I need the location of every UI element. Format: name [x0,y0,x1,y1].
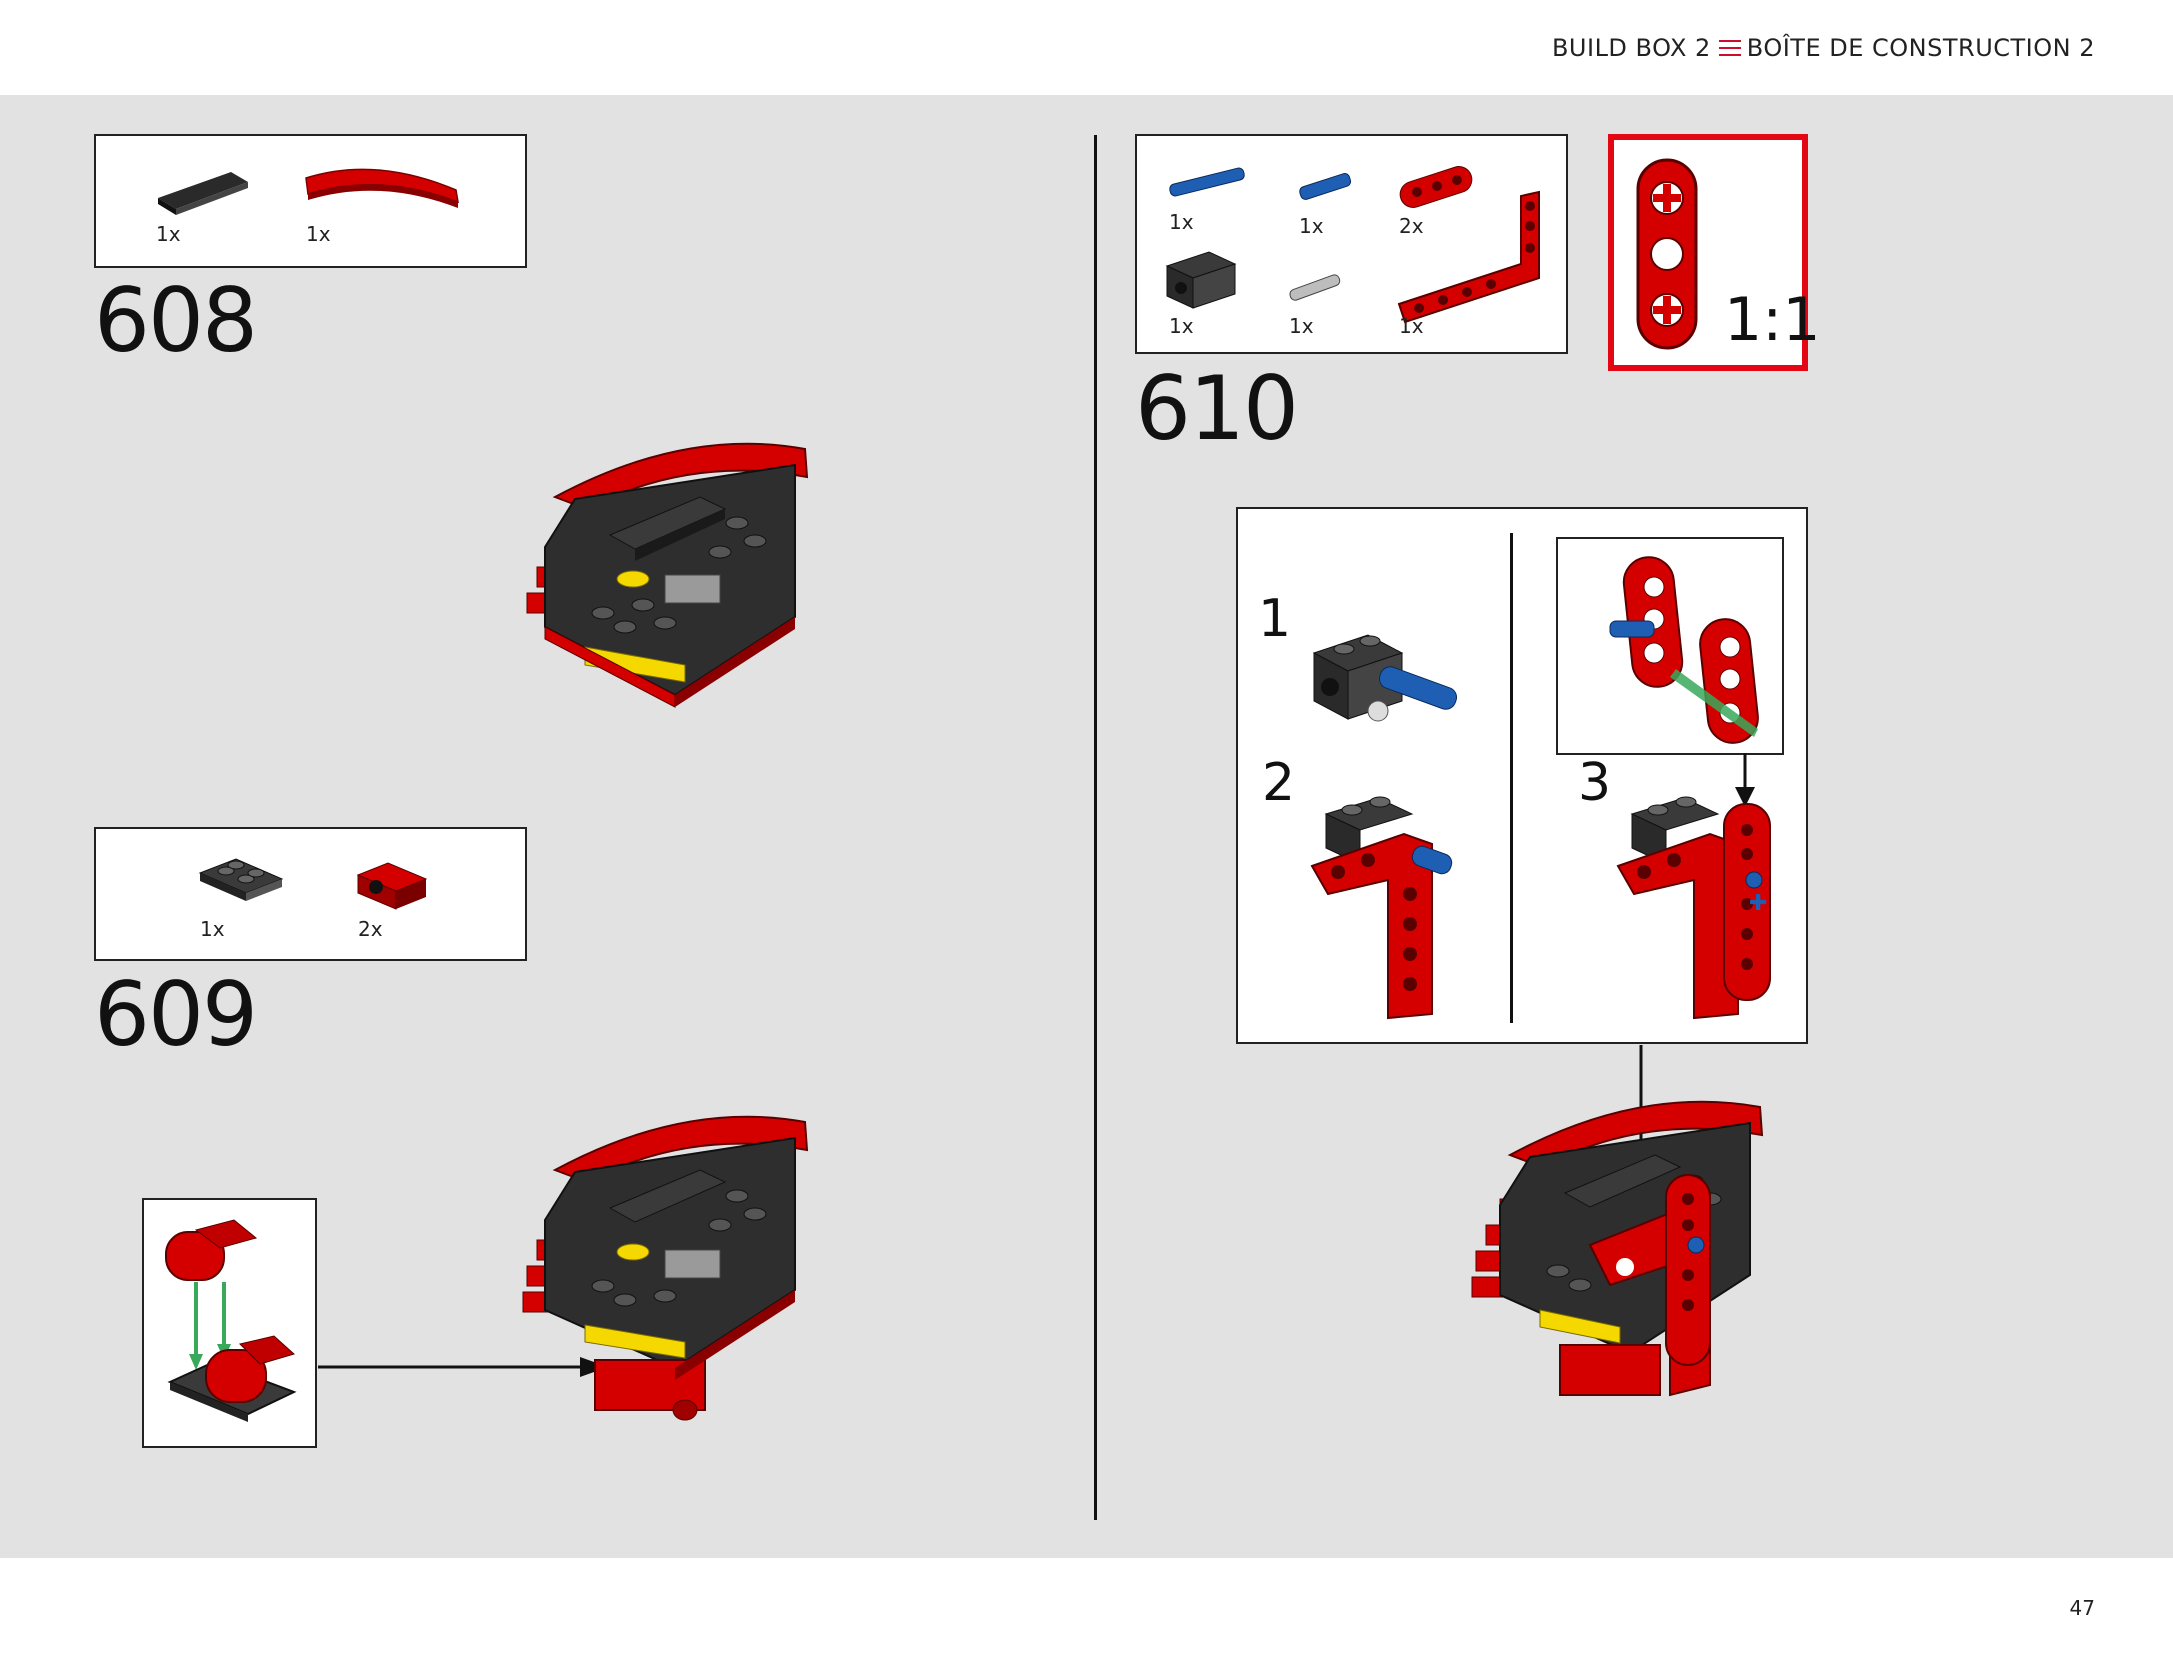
substep-divider [1510,533,1513,1023]
callout-frame-609 [142,1198,317,1448]
substep-1-illustration [1312,634,1458,722]
red-beam-3-scale-icon [1636,158,1698,350]
down-arrow-icon [1735,753,1755,807]
step-number-609: 609 [94,963,258,1066]
step-number-610: 610 [1135,357,1299,460]
red-pin-hole-plate-icon [165,1219,258,1281]
substep-number-1: 1 [1258,589,1292,649]
page-footer: 47 [0,1558,2173,1654]
parts-608-graphics [158,168,459,215]
blue-pin-icon [1299,173,1352,200]
qty-608-a: 1x [156,222,181,246]
header-title-fr: BOÎTE DE CONSTRUCTION 2 [1746,34,2095,62]
qty-608-b: 1x [306,222,331,246]
qty-610-b: 1x [1299,214,1324,238]
red-pin-hole-plate-icon [356,862,428,910]
header-title-en: BUILD BOX 2 [1551,34,1711,62]
substep-number-2: 2 [1262,753,1296,813]
svg-text:✚: ✚ [1749,891,1767,916]
step-609-model-illustration [522,1115,809,1421]
parts-610-graphics [1165,166,1540,324]
qty-609-b: 2x [358,917,383,941]
substep-3-detail-graphics [1609,556,1759,744]
step-608-model-illustration [526,442,809,708]
step-number-608: 608 [94,269,258,372]
page-number: 47 [2069,1596,2095,1620]
black-brick-pin-hole-icon [1165,251,1237,309]
scale-reference-box: 1:1 [1608,134,1821,371]
substeps-frame-610: 1 2 3 [1236,507,1808,1044]
black-plate-icon [198,858,284,901]
parts-list-608: 1x 1x [94,134,527,268]
qty-609-a: 1x [200,917,225,941]
separator-icon [1718,39,1741,56]
substep-2-illustration [1310,796,1453,1020]
qty-610-a: 1x [1169,210,1194,234]
page-header: BUILD BOX 2 BOÎTE DE CONSTRUCTION 2 [0,0,2173,95]
substep-3-illustration: ✚ [1616,796,1771,1020]
qty-610-f: 1x [1399,314,1424,338]
red-beam-3-icon [1399,166,1473,208]
column-divider [1094,135,1097,1520]
step-610-model-illustration [1471,1100,1764,1397]
parts-list-610: 1x 1x 2x 1x 1x 1x [1135,134,1568,354]
green-arrow-icon [1670,669,1758,737]
header-title: BUILD BOX 2 BOÎTE DE CONSTRUCTION 2 [1552,34,2095,62]
qty-610-c: 2x [1399,214,1424,238]
substep-3-detail-callout [1556,537,1784,755]
substep-number-3: 3 [1578,753,1612,813]
blue-axle-pin-icon [1169,167,1245,197]
grey-pin-icon [1289,274,1341,301]
scale-label: 1:1 [1724,285,1821,355]
callout-609-graphics [165,1219,297,1422]
qty-610-d: 1x [1169,314,1194,338]
parts-609-graphics [198,858,428,910]
red-l-beam-icon [1397,190,1540,324]
instruction-canvas: 1x 1x 608 [0,95,2173,1558]
red-curved-plate-icon [305,168,459,208]
parts-list-609: 1x 2x [94,827,527,961]
black-tile-icon [158,172,248,215]
qty-610-e: 1x [1289,314,1314,338]
